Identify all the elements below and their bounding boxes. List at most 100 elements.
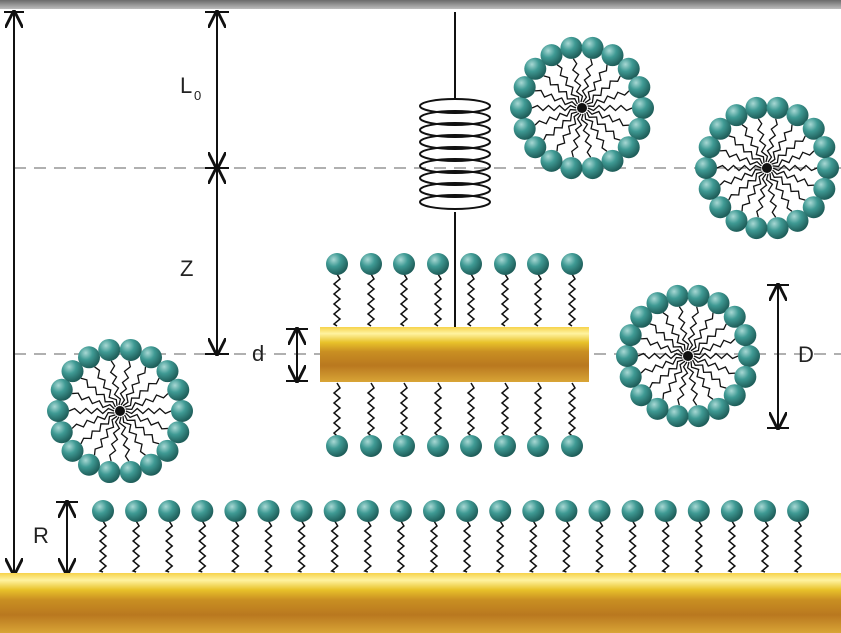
substrate-tail xyxy=(495,520,505,573)
micelle-tail xyxy=(640,337,683,355)
micelle-tail xyxy=(587,109,630,127)
micelle-headgroup xyxy=(646,292,669,315)
micelle-tail xyxy=(556,112,580,152)
micelle-headgroup xyxy=(619,365,642,388)
micelle-tail xyxy=(586,75,621,105)
micelle-headgroup xyxy=(666,284,689,307)
substrate-headgroup xyxy=(389,500,412,522)
substrate-tail xyxy=(760,520,770,573)
probe-headgroup-lower xyxy=(326,435,348,457)
micelle-tail xyxy=(119,360,132,406)
probe-tail-upper xyxy=(332,273,342,327)
micelle-tail xyxy=(692,359,727,389)
substrate-plate xyxy=(0,573,841,633)
micelle-core xyxy=(762,163,772,173)
substrate-headgroup xyxy=(323,500,346,522)
probe-tail-lower xyxy=(332,382,342,437)
micelle-tail xyxy=(690,312,714,352)
micelle-tail xyxy=(531,104,577,112)
micelle-tail xyxy=(543,111,578,141)
micelle-tail xyxy=(756,173,768,218)
substrate-headgroup xyxy=(125,500,148,522)
probe-headgroup-upper xyxy=(527,253,549,275)
substrate-tail xyxy=(330,520,339,573)
micelle-left xyxy=(47,338,193,484)
probe-headgroup-upper xyxy=(393,253,415,275)
micelle-headgroup xyxy=(802,117,825,140)
probe-headgroup-lower xyxy=(561,435,583,457)
substrate-tail xyxy=(561,520,571,573)
substrate-headgroup xyxy=(224,500,247,522)
micelle-tail xyxy=(640,356,683,374)
micelle-tail xyxy=(692,323,727,353)
probe-headgroup-lower xyxy=(460,435,482,457)
micelle-tail xyxy=(772,150,815,168)
substrate-headgroup xyxy=(754,500,776,522)
probe-tail-lower xyxy=(533,382,543,437)
substrate-headgroup xyxy=(787,500,810,522)
probe-tail-upper xyxy=(366,273,376,327)
micelle-tail xyxy=(766,118,778,163)
micelle-tail xyxy=(80,414,116,445)
substrate-headgroup xyxy=(687,500,710,522)
micelle-headgroup xyxy=(695,157,717,179)
micelle-headgroup xyxy=(646,397,669,420)
micelle-headgroup xyxy=(78,453,100,476)
probe-headgroup-lower xyxy=(527,435,549,457)
substrate-headgroup xyxy=(191,500,214,522)
substrate-tail xyxy=(429,520,439,573)
micelle-tail xyxy=(122,416,146,456)
micelle-core xyxy=(115,406,125,416)
micelle-headgroup xyxy=(601,44,624,67)
substrate-tails xyxy=(98,520,803,573)
micelle-headgroup xyxy=(734,365,757,388)
substrate-headgroup xyxy=(290,500,313,522)
substrate-headgroup xyxy=(621,500,644,522)
probe-tail-lower xyxy=(567,382,577,437)
micelle-headgroup xyxy=(98,461,121,484)
micelle-tail xyxy=(109,360,122,406)
micelle-core xyxy=(683,351,693,361)
micelle-tail xyxy=(587,104,633,112)
micelle-tail xyxy=(122,366,147,407)
substrate-headgroup xyxy=(654,500,677,522)
substrate-heads xyxy=(92,500,810,522)
micelle-headgroup xyxy=(786,209,809,232)
micelle-tail xyxy=(772,164,818,172)
micelle-headgroup xyxy=(513,76,536,99)
l0-subscript: 0 xyxy=(194,88,201,103)
micelle-headgroup xyxy=(698,177,721,200)
probe-tail-upper xyxy=(433,273,443,327)
probe-tail-upper xyxy=(500,273,510,327)
micelle-headgroup xyxy=(601,149,624,172)
micelle-headgroup xyxy=(524,57,547,80)
micelle-diameter-label: D xyxy=(798,342,814,367)
micelle-tail xyxy=(769,173,793,212)
l0-label: L xyxy=(180,73,192,98)
micelle-core xyxy=(577,103,587,113)
micelle-headgroup xyxy=(616,345,638,367)
micelle-headgroup xyxy=(50,421,73,444)
micelle-headgroup xyxy=(628,76,651,99)
micelle-tail xyxy=(581,58,593,103)
probe-tail-upper xyxy=(567,273,577,327)
micelle-tail xyxy=(756,118,769,163)
substrate-headgroup xyxy=(158,500,181,522)
micelle-top-middle xyxy=(510,36,654,180)
r-label: R xyxy=(33,523,49,548)
top-boundary-bar xyxy=(0,0,841,9)
micelle-headgroup xyxy=(725,104,748,127)
micelle-tail xyxy=(587,90,630,108)
micelle-headgroup xyxy=(560,157,583,180)
micelle-headgroup xyxy=(119,461,142,484)
micelle-headgroup xyxy=(510,97,532,119)
micelle-tail xyxy=(687,306,699,351)
micelle-tail xyxy=(693,338,736,356)
substrate-tail xyxy=(396,520,406,573)
micelle-tail xyxy=(571,113,583,158)
micelle-headgroup xyxy=(167,378,190,401)
micelle-tail xyxy=(580,113,593,158)
micelle-headgroup xyxy=(581,36,604,59)
micelle-tail xyxy=(543,75,578,105)
probe-tail-lower xyxy=(366,382,376,437)
